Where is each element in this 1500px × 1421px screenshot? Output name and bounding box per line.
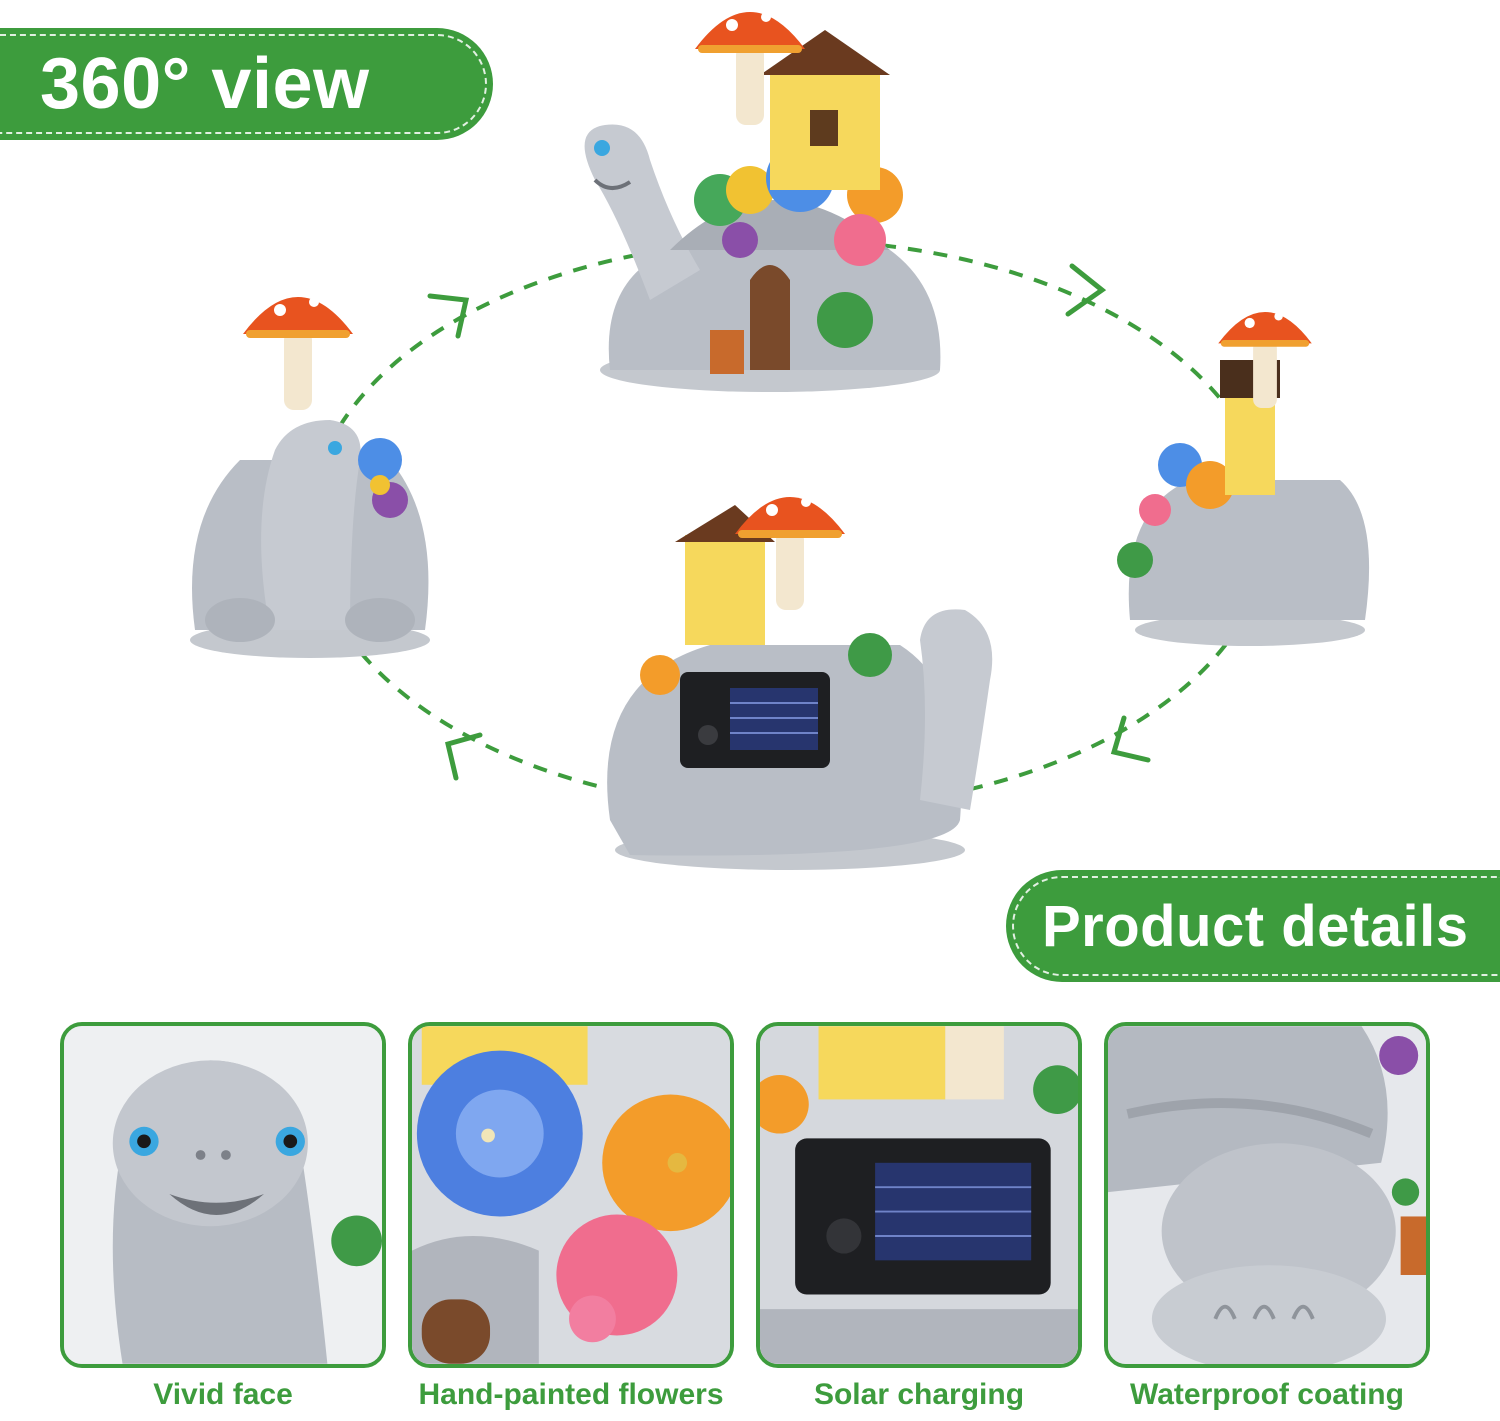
- badge-360-view: 360° view: [0, 28, 493, 140]
- turtle-right-view-figure: [1117, 311, 1370, 646]
- detail-panel-face: [60, 1022, 386, 1368]
- detail-panel-flowers: [408, 1022, 734, 1368]
- caption-solar-charging: Solar charging: [813, 1378, 1025, 1411]
- orbit-arrow-icon: [427, 263, 1151, 781]
- turtle-face-icon: [64, 1026, 382, 1364]
- caption-waterproof-coating: Waterproof coating: [1130, 1378, 1404, 1411]
- turtle-back-view-figure: [607, 497, 993, 870]
- badge-product-details: Product details: [1006, 870, 1500, 982]
- turtle-front-view-figure: [584, 12, 941, 392]
- rotation-orbit-illustration: [190, 12, 1370, 870]
- detail-panel-waterproof: [1104, 1022, 1430, 1368]
- flowers-icon: [412, 1026, 730, 1364]
- caption-hand-painted-flowers: Hand-painted flowers: [418, 1378, 724, 1411]
- turtle-foot-icon: [1108, 1026, 1426, 1364]
- turtle-left-view-figure: [190, 297, 430, 658]
- detail-panel-solar: [756, 1022, 1082, 1368]
- badge-360-view-label: 360° view: [40, 44, 370, 124]
- badge-product-details-label: Product details: [1042, 893, 1469, 959]
- solar-panel-icon: [760, 1026, 1078, 1364]
- caption-vivid-face: Vivid face: [153, 1378, 293, 1411]
